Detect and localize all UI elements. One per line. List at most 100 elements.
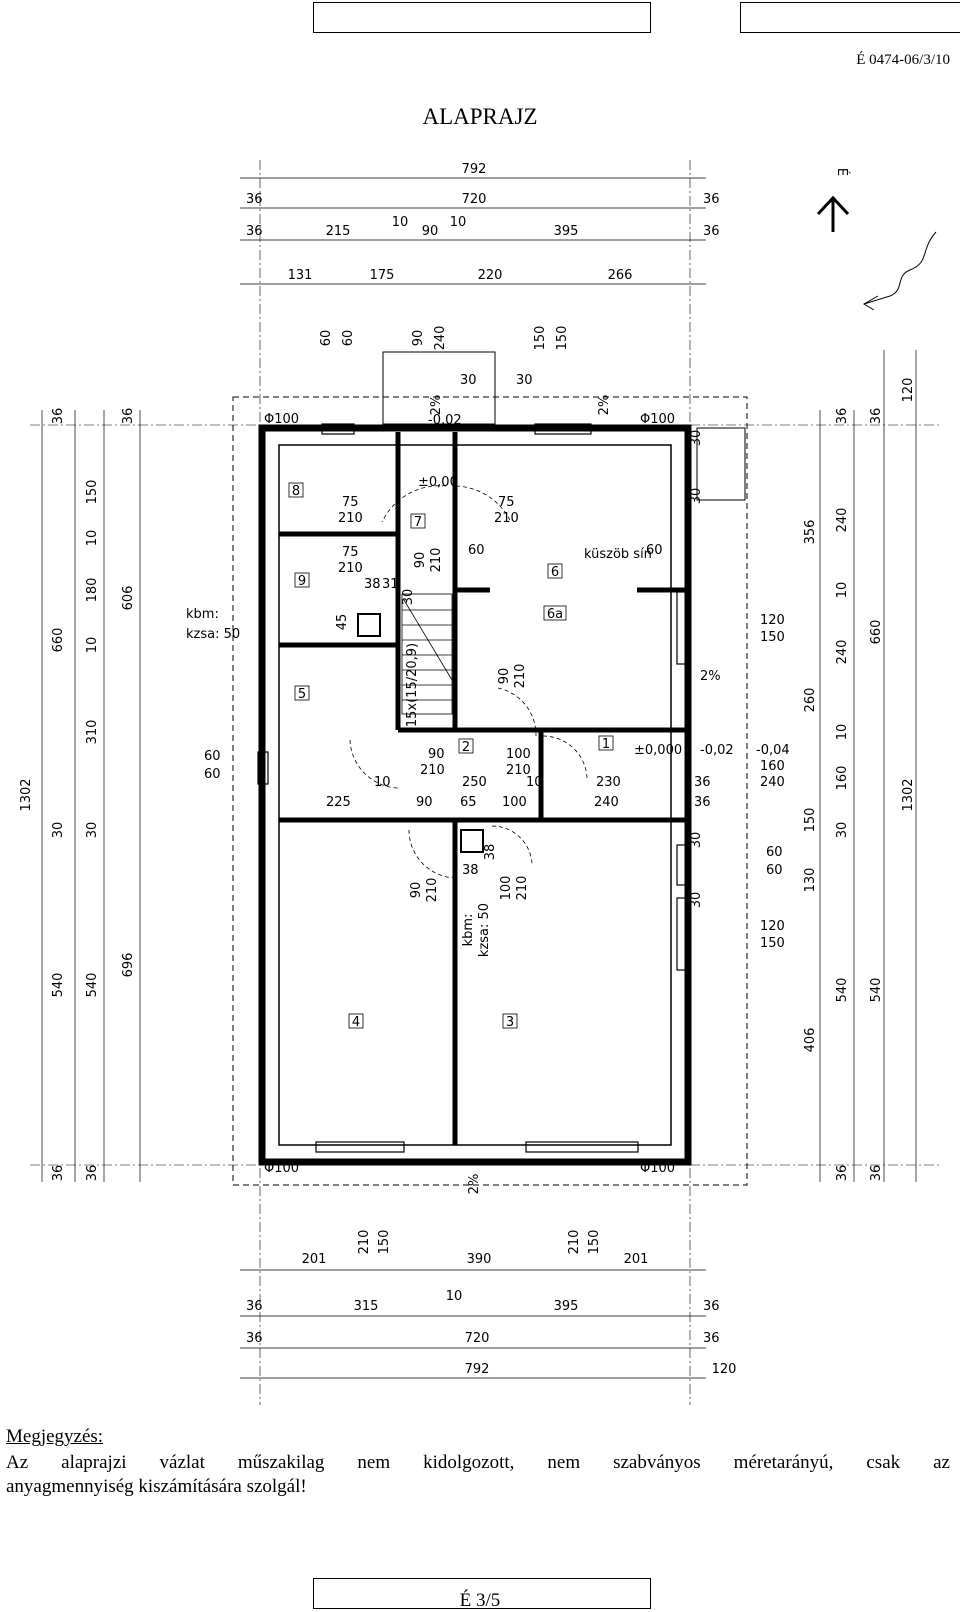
dim-left: 150 xyxy=(85,480,100,505)
window xyxy=(676,844,688,886)
door-height: 210 xyxy=(420,763,445,778)
page-number: É 3/5 xyxy=(459,1590,501,1611)
dim-label: 38 xyxy=(462,863,479,878)
dim-opening: 150 xyxy=(377,1230,392,1255)
dim-right: 10 xyxy=(835,582,850,599)
north-arrow xyxy=(816,195,850,232)
window xyxy=(676,897,688,971)
header-box-left xyxy=(313,2,651,33)
door-height: 210 xyxy=(494,511,519,526)
dim-bottom: 36 xyxy=(246,1299,263,1314)
dim-top: 175 xyxy=(370,268,395,283)
chimney xyxy=(357,613,381,637)
door-width: 90 xyxy=(428,747,445,762)
door-width: 90 xyxy=(413,552,428,569)
dim-label: 65 xyxy=(460,795,477,810)
dim-label: 10 xyxy=(374,775,391,790)
dim-label: 36 xyxy=(694,775,711,790)
window-width: 60 xyxy=(204,749,221,764)
dim-label: 240 xyxy=(594,795,619,810)
chimney xyxy=(460,829,484,853)
dim-label: 30 xyxy=(689,832,704,849)
dim-label: 31 xyxy=(382,577,399,592)
dim-right: 240 xyxy=(835,640,850,665)
dim-top: 395 xyxy=(554,224,579,239)
door-width: 100 xyxy=(506,747,531,762)
dim-opening: 240 xyxy=(433,326,448,351)
dim-opening: 210 xyxy=(567,1230,582,1255)
dim-bottom: 201 xyxy=(302,1252,327,1267)
downpipe-label: Φ100 xyxy=(264,1161,299,1176)
eave-outline xyxy=(232,396,748,1186)
chimney-label: kzsa: 50 xyxy=(477,903,492,957)
dim-left: 10 xyxy=(85,530,100,547)
door-width: 90 xyxy=(497,668,512,685)
dim-right: 36 xyxy=(869,408,884,425)
door-height: 210 xyxy=(425,878,440,903)
dim-top: 36 xyxy=(246,192,263,207)
dim-left: 540 xyxy=(85,973,100,998)
threshold-label: küszöb sín xyxy=(584,547,652,562)
slope-label: 2% xyxy=(429,395,444,416)
dim-right: 150 xyxy=(803,808,818,833)
dim-label: 30 xyxy=(689,892,704,909)
dim-right: 540 xyxy=(869,978,884,1003)
dim-label: 230 xyxy=(596,775,621,790)
dim-bottom: 201 xyxy=(624,1252,649,1267)
downpipe-label: Φ100 xyxy=(640,1161,675,1176)
dim-top: 36 xyxy=(703,192,720,207)
window-width: 120 xyxy=(760,613,785,628)
dims-top-lines xyxy=(41,177,917,1379)
terrace-steps xyxy=(696,427,746,501)
dim-bottom: 720 xyxy=(465,1331,490,1346)
door-swing xyxy=(497,687,537,737)
dim-left: 30 xyxy=(51,822,66,839)
dim-label: 225 xyxy=(326,795,351,810)
dim-top: 266 xyxy=(608,268,633,283)
dim-bottom-overall: 792 xyxy=(465,1362,490,1377)
floor-plan-drawing: 792 36 720 36 36 215 10 90 10 395 36 131… xyxy=(19,160,940,1405)
dim-top: 220 xyxy=(478,268,503,283)
dim-label: 100 xyxy=(502,795,527,810)
dim-right: 1302 xyxy=(901,778,916,811)
window xyxy=(257,751,269,785)
dim-opening: 150 xyxy=(555,326,570,351)
dim-top: 10 xyxy=(392,215,409,230)
window-height: 240 xyxy=(760,775,785,790)
dim-left: 36 xyxy=(51,1165,66,1182)
dim-right: 406 xyxy=(803,1028,818,1053)
header-box-right xyxy=(740,2,960,33)
page-title: ALAPRAJZ xyxy=(422,104,538,129)
door-swing xyxy=(349,739,399,789)
dim-bottom: 36 xyxy=(703,1331,720,1346)
north-label: É xyxy=(834,168,850,176)
wind-arrow xyxy=(863,231,937,305)
door-width: 75 xyxy=(342,545,359,560)
level-label: -0,02 xyxy=(700,743,734,758)
window-height: 150 xyxy=(760,630,785,645)
window-width: 60 xyxy=(766,845,783,860)
downpipe-label: Φ100 xyxy=(264,412,299,427)
dim-bottom: 36 xyxy=(703,1299,720,1314)
door-height: 210 xyxy=(506,763,531,778)
dim-label: 30 xyxy=(689,430,704,447)
window xyxy=(525,1141,639,1153)
dim-label: 90 xyxy=(416,795,433,810)
room-number: 6 xyxy=(551,565,559,580)
dim-right: 130 xyxy=(803,868,818,893)
level-label: ±0,00 xyxy=(418,475,458,490)
room-number: 7 xyxy=(414,515,422,530)
dim-opening: 60 xyxy=(319,330,334,347)
dim-right: 540 xyxy=(835,978,850,1003)
dim-left: 180 xyxy=(85,578,100,603)
inner-wall-face xyxy=(278,444,672,1146)
door-swing xyxy=(455,485,511,521)
dim-bottom: 36 xyxy=(246,1331,263,1346)
door-width: 75 xyxy=(498,495,515,510)
room-number: 9 xyxy=(298,574,306,589)
dim-left: 36 xyxy=(85,1165,100,1182)
level-label: ±0,000 xyxy=(634,743,682,758)
door-height: 210 xyxy=(338,511,363,526)
dim-label: 38 xyxy=(483,844,498,861)
stair xyxy=(401,593,453,715)
